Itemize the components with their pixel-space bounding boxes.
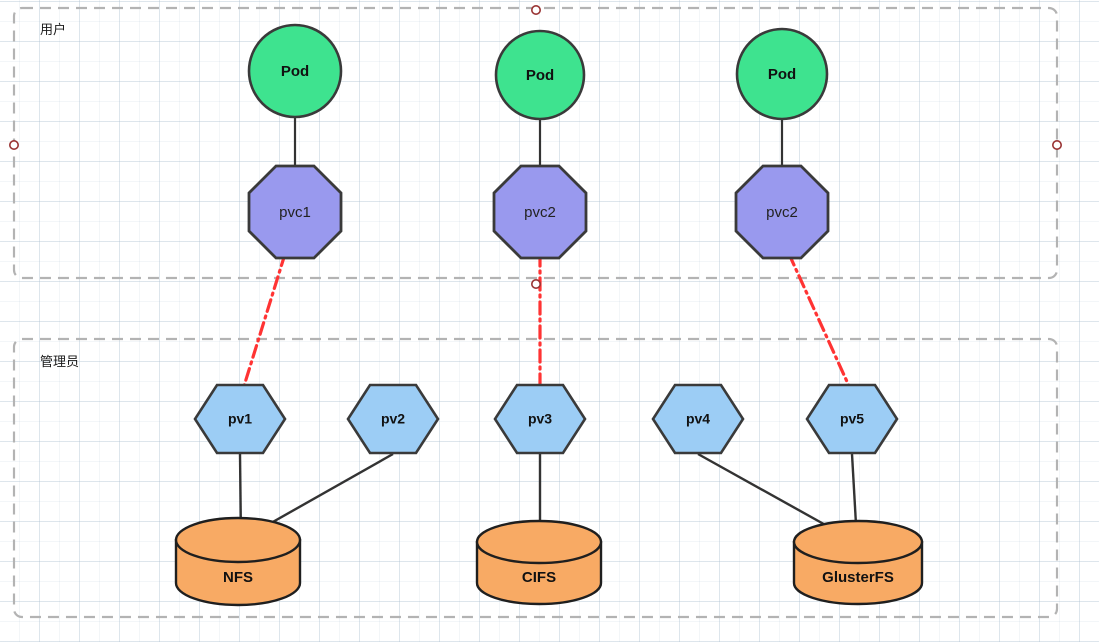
cylinder-top[interactable]: [475, 519, 603, 565]
pvc-octagon[interactable]: [734, 164, 830, 260]
node-pv-5[interactable]: pv5: [805, 383, 899, 455]
pv-label: pv3: [528, 411, 552, 427]
admin-zone-label: 管理员: [40, 354, 79, 369]
resize-handle-bottom[interactable]: [530, 278, 541, 289]
node-pv-3[interactable]: pv3: [493, 383, 587, 455]
storage-label: CIFS: [522, 569, 556, 586]
group-container-admin[interactable]: 管理员: [12, 337, 1059, 619]
user-zone-label: 用户: [40, 22, 66, 37]
pvc-octagon[interactable]: [492, 164, 588, 260]
pv-label: pv5: [840, 411, 864, 427]
pvc-label: pvc2: [524, 204, 556, 221]
pv-label: pv1: [228, 411, 252, 427]
node-pod-3[interactable]: Pod: [735, 27, 829, 121]
node-pv-2[interactable]: pv2: [346, 383, 440, 455]
pod-circle[interactable]: [247, 23, 343, 119]
pod-label: Pod: [768, 66, 796, 83]
resize-handle-right[interactable]: [1052, 140, 1063, 151]
pod-circle[interactable]: [494, 29, 586, 121]
node-storage-glusterfs[interactable]: GlusterFS: [792, 519, 924, 606]
edge-pvc2-pv5[interactable]: [787, 252, 851, 388]
pvc-label: pvc2: [766, 204, 798, 221]
node-pv-4[interactable]: pv4: [651, 383, 745, 455]
pvc-label: pvc1: [279, 204, 311, 221]
cylinder-top[interactable]: [792, 519, 924, 565]
pod-label: Pod: [526, 67, 554, 84]
admin-zone-rect[interactable]: [12, 337, 1059, 619]
node-storage-nfs[interactable]: NFS: [174, 516, 302, 607]
node-pvc-1[interactable]: pvc1: [247, 164, 343, 260]
node-storage-cifs[interactable]: CIFS: [475, 519, 603, 606]
cylinder-top[interactable]: [174, 516, 302, 564]
pv-hexagon[interactable]: [346, 383, 440, 455]
node-pod-1[interactable]: Pod: [247, 23, 343, 119]
pv-label: pv4: [686, 411, 710, 427]
node-pv-1[interactable]: pv1: [193, 383, 287, 455]
pv-hexagon[interactable]: [193, 383, 287, 455]
pod-circle[interactable]: [735, 27, 829, 121]
resize-handle-top[interactable]: [530, 5, 541, 15]
node-pvc-2a[interactable]: pvc2: [492, 164, 588, 260]
storage-label: GlusterFS: [822, 569, 894, 586]
selection-handles-layer[interactable]: [9, 5, 1063, 289]
pv-label: pv2: [381, 411, 405, 427]
edge-pvc1-pv1[interactable]: [242, 252, 287, 388]
pvc-octagon[interactable]: [247, 164, 343, 260]
storage-label: NFS: [223, 569, 253, 586]
pod-label: Pod: [281, 63, 309, 80]
pv-hexagon[interactable]: [651, 383, 745, 455]
node-pvc-2b[interactable]: pvc2: [734, 164, 830, 260]
node-pod-2[interactable]: Pod: [494, 29, 586, 121]
pv-hexagon[interactable]: [493, 383, 587, 455]
resize-handle-left[interactable]: [9, 140, 19, 151]
pv-hexagon[interactable]: [805, 383, 899, 455]
